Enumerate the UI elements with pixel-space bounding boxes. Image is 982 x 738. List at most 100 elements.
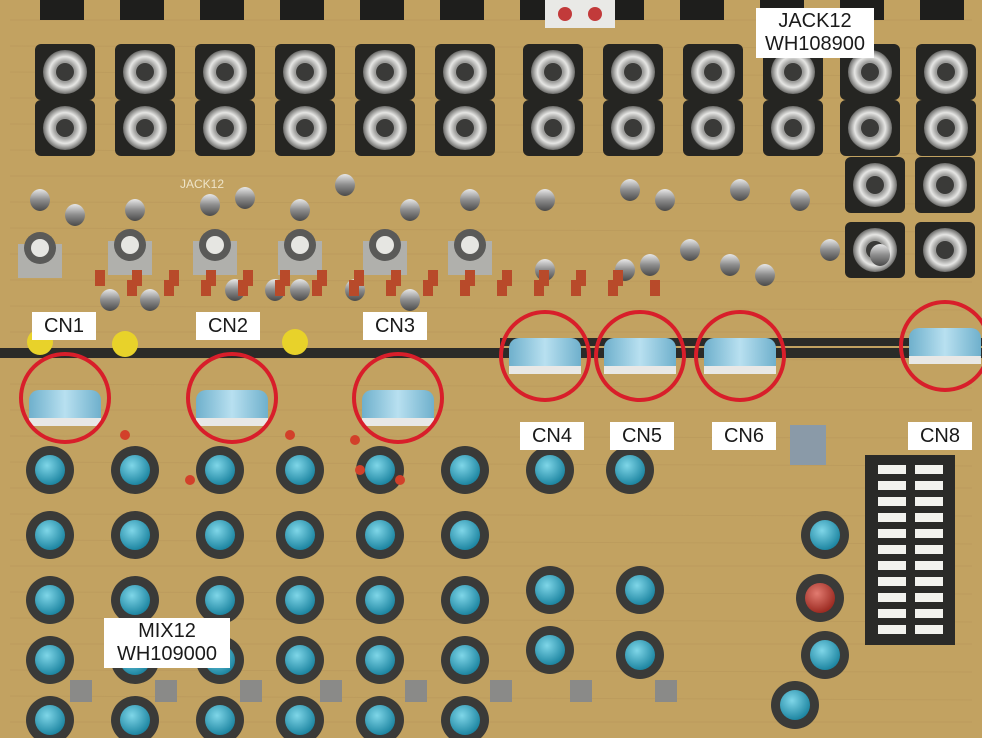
led-segment (878, 497, 906, 506)
cyan-knob (365, 520, 395, 550)
jack-hole (861, 63, 879, 81)
jack-hole (136, 63, 154, 81)
capacitor (820, 239, 840, 261)
capacitor (640, 254, 660, 276)
resistor (386, 280, 396, 296)
cyan-knob (120, 520, 150, 550)
resistor (502, 270, 512, 286)
highlight-circle (19, 352, 111, 444)
red-led (185, 475, 195, 485)
cn8-label: CN8 (908, 422, 972, 450)
highlight-circle (186, 352, 278, 444)
cyan-knob (35, 585, 65, 615)
cyan-knob (285, 455, 315, 485)
jack-hole (136, 119, 154, 137)
resistor (423, 280, 433, 296)
grey-button (155, 680, 177, 702)
highlight-circle (899, 300, 982, 392)
led-segment (878, 481, 906, 490)
resistor (275, 280, 285, 296)
cyan-knob (120, 455, 150, 485)
red-led (355, 465, 365, 475)
led-segment (915, 625, 943, 634)
resistor (349, 280, 359, 296)
grey-button (320, 680, 342, 702)
top-connector (40, 0, 84, 20)
jack-hole (296, 119, 314, 137)
red-led (120, 430, 130, 440)
pot-cap (291, 236, 309, 254)
highlight-circle (594, 310, 686, 402)
capacitor (620, 179, 640, 201)
cyan-knob (120, 585, 150, 615)
cyan-knob (285, 645, 315, 675)
led-segment (915, 513, 943, 522)
led-segment (878, 513, 906, 522)
led-segment (878, 529, 906, 538)
capacitor (535, 189, 555, 211)
led-segment (878, 609, 906, 618)
cyan-knob (205, 520, 235, 550)
jack-hole (544, 119, 562, 137)
connector-base (29, 418, 101, 426)
jack-hole (784, 63, 802, 81)
trim-pot (112, 331, 138, 357)
connector-base (509, 366, 581, 374)
cyan-knob (615, 455, 645, 485)
cyan-knob (365, 585, 395, 615)
mix-board-part-number: WH109000 (116, 643, 218, 665)
connector-base (909, 356, 981, 364)
cyan-knob (535, 455, 565, 485)
resistor (169, 270, 179, 286)
capacitor (460, 189, 480, 211)
pot-cap (206, 236, 224, 254)
resistor (164, 280, 174, 296)
jack-hole (56, 63, 74, 81)
top-connector (280, 0, 324, 20)
resistor (243, 270, 253, 286)
resistor (650, 280, 660, 296)
cn5-label: CN5 (610, 422, 674, 450)
capacitor (65, 204, 85, 226)
led-segment (915, 465, 943, 474)
led-segment (915, 481, 943, 490)
resistor (465, 270, 475, 286)
capacitor (720, 254, 740, 276)
capacitor (870, 244, 890, 266)
top-connector (120, 0, 164, 20)
led-segment (915, 577, 943, 586)
jack-board-part-number: WH108900 (764, 33, 866, 55)
jack-hole (376, 63, 394, 81)
pot-cap (461, 236, 479, 254)
jack-board-name: JACK12 (778, 10, 852, 32)
resistor (571, 280, 581, 296)
led-segment (878, 545, 906, 554)
led-segment (915, 545, 943, 554)
resistor (354, 270, 364, 286)
connector-base (362, 418, 434, 426)
top-connector (360, 0, 404, 20)
highlight-circle (352, 352, 444, 444)
resistor (613, 270, 623, 286)
cyan-knob (780, 690, 810, 720)
cyan-knob (35, 645, 65, 675)
silkscreen-jack-text: JACK12 (180, 177, 224, 191)
cn1-label: CN1 (32, 312, 96, 340)
capacitor (655, 189, 675, 211)
cyan-knob (535, 575, 565, 605)
connector-base (196, 418, 268, 426)
connector-base (604, 366, 676, 374)
cyan-knob (625, 640, 655, 670)
resistor (539, 270, 549, 286)
ribbon-connector (362, 390, 434, 426)
connector-base (704, 366, 776, 374)
ribbon-connector (704, 338, 776, 374)
red-led (395, 475, 405, 485)
jack-hole (216, 63, 234, 81)
cyan-knob (120, 705, 150, 735)
highlight-circle (499, 310, 591, 402)
cn2-label: CN2 (196, 312, 260, 340)
jack-hole (866, 176, 884, 194)
cyan-knob (365, 455, 395, 485)
grey-button (405, 680, 427, 702)
